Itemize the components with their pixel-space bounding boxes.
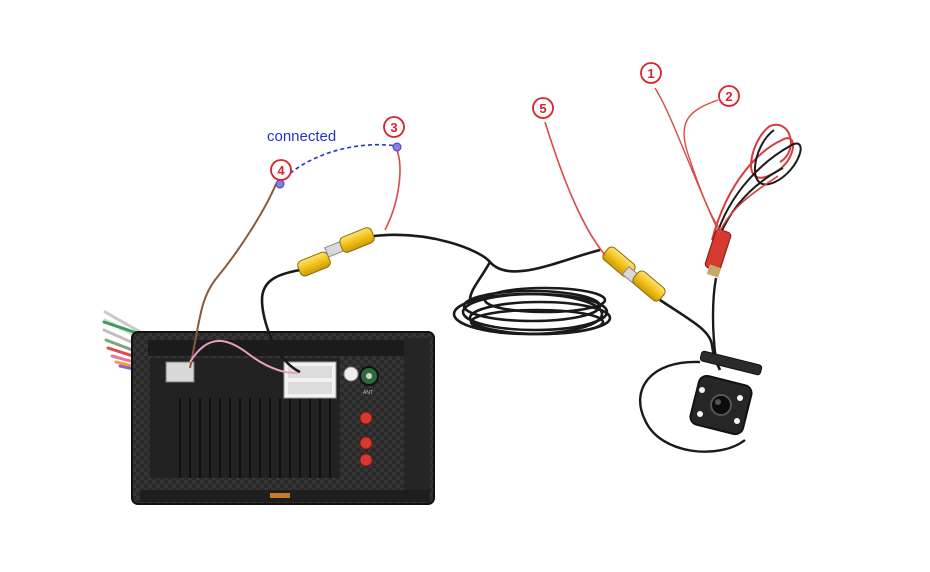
wire-3-red — [385, 150, 400, 230]
callout-4: 4 — [271, 160, 291, 180]
camera-lens — [711, 395, 731, 415]
connected-link — [280, 145, 397, 183]
callout-5: 5 — [533, 98, 553, 118]
callout-2-label: 2 — [725, 89, 732, 104]
camera-led — [737, 395, 743, 401]
camera-power-wires — [712, 125, 801, 240]
ant-label: ANT — [363, 390, 373, 396]
rear-camera — [689, 351, 763, 436]
callout-1: 1 — [641, 63, 661, 83]
rca-connector-head-side — [296, 226, 376, 277]
white-port — [344, 367, 358, 381]
callout-4-label: 4 — [277, 163, 285, 178]
head-unit: ANT — [104, 312, 434, 504]
wire-end-4 — [276, 180, 284, 188]
callout-2: 2 — [719, 86, 739, 106]
callout-1-label: 1 — [647, 66, 654, 81]
camera-led — [697, 411, 703, 417]
rca-connector-camera-side — [601, 245, 667, 303]
connected-label: connected — [267, 128, 336, 145]
camera-led — [699, 387, 705, 393]
red-rca-jack-1 — [360, 412, 372, 424]
coiled-cable — [454, 288, 610, 334]
wire-5-red — [545, 122, 605, 255]
callout-3-label: 3 — [390, 120, 397, 135]
red-rca-jack-2 — [360, 437, 372, 449]
red-power-plug — [704, 229, 732, 278]
callout-5-label: 5 — [539, 101, 546, 116]
red-rca-jack-3 — [360, 454, 372, 466]
camera-led — [734, 418, 740, 424]
callout-3: 3 — [384, 117, 404, 137]
wire-end-3 — [393, 143, 401, 151]
